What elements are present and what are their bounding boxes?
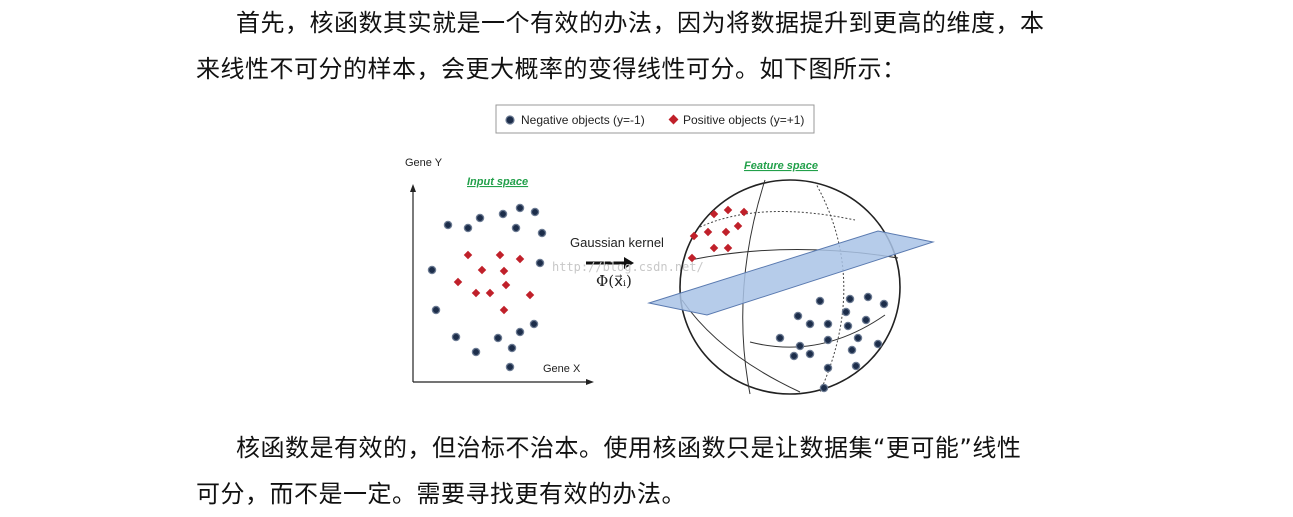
input-space: Gene Y Gene X Input space [405, 157, 594, 385]
positive-point [499, 266, 509, 276]
negative-point [847, 345, 857, 355]
legend-negative-marker [505, 115, 515, 125]
negative-point [535, 258, 545, 268]
negative-point [805, 349, 815, 359]
paragraph-intro: 首先，核函数其实就是一个有效的办法，因为将数据提升到更高的维度，本 来线性不可分… [196, 0, 1106, 92]
positive-point [485, 288, 495, 298]
positive-point [723, 205, 733, 215]
y-axis-arrow [410, 184, 416, 192]
negative-point [505, 362, 515, 372]
legend-positive-marker [668, 114, 679, 125]
legend-negative-label: Negative objects (y=-1) [521, 113, 645, 127]
phi-label: Φ(x⃗ᵢ) [596, 272, 632, 290]
conclusion-line-1: 核函数是有效的，但治标不治本。使用核函数只是让数据集“更可能”线性 [236, 434, 1022, 462]
positive-point [733, 221, 743, 231]
positive-point [723, 243, 733, 253]
negative-point [845, 294, 855, 304]
paragraph-conclusion: 核函数是有效的，但治标不治本。使用核函数只是让数据集“更可能”线性 可分，而不是… [196, 425, 1106, 517]
kernel-diagram: Negative objects (y=-1) Positive objects… [405, 104, 935, 395]
watermark: http://blog.csdn.net/ [552, 260, 704, 274]
negative-point [861, 315, 871, 325]
negative-point [841, 307, 851, 317]
legend-positive-label: Positive objects (y=+1) [683, 113, 804, 127]
positive-point [709, 243, 719, 253]
negative-point [823, 335, 833, 345]
negative-point [451, 332, 461, 342]
negative-point [863, 292, 873, 302]
input-space-title: Input space [467, 176, 528, 188]
kernel-mapping: Gaussian kernel Φ(x⃗ᵢ) http://blog.csdn.… [552, 235, 704, 290]
negative-point [515, 203, 525, 213]
intro-line-2: 来线性不可分的样本，会更大概率的变得线性可分。如下图所示： [196, 55, 907, 83]
positive-point [525, 290, 535, 300]
positive-point [463, 250, 473, 260]
negative-point [823, 319, 833, 329]
gene-y-label: Gene Y [405, 157, 443, 169]
separating-hyperplane [647, 230, 935, 316]
negative-point [498, 209, 508, 219]
negative-point [515, 327, 525, 337]
negative-point [853, 333, 863, 343]
input-negative-points [427, 203, 547, 372]
conclusion-line-2: 可分，而不是一定。需要寻找更有效的办法。 [196, 480, 686, 508]
kernel-figure: Negative objects (y=-1) Positive objects… [400, 100, 940, 400]
positive-point [501, 280, 511, 290]
negative-point [443, 220, 453, 230]
negative-point [793, 311, 803, 321]
negative-point [511, 223, 521, 233]
negative-point [463, 223, 473, 233]
negative-point [530, 207, 540, 217]
negative-point [507, 343, 517, 353]
intro-line-1: 首先，核函数其实就是一个有效的办法，因为将数据提升到更高的维度，本 [236, 9, 1045, 37]
negative-point [819, 383, 829, 393]
kernel-arrow-head [624, 257, 634, 269]
negative-point [475, 213, 485, 223]
negative-point [843, 321, 853, 331]
feature-negative-points [775, 292, 889, 393]
negative-point [873, 339, 883, 349]
feature-space: Feature space [647, 160, 935, 395]
positive-point [495, 250, 505, 260]
positive-point [703, 227, 713, 237]
negative-point [879, 299, 889, 309]
negative-point [851, 361, 861, 371]
negative-point [471, 347, 481, 357]
x-axis-arrow [586, 379, 594, 385]
positive-point [515, 254, 525, 264]
positive-point [477, 265, 487, 275]
positive-point [499, 305, 509, 315]
positive-point [709, 209, 719, 219]
positive-point [721, 227, 731, 237]
feature-space-title: Feature space [744, 160, 818, 172]
gene-x-label: Gene X [543, 363, 581, 375]
negative-point [823, 363, 833, 373]
feature-positive-points [687, 205, 749, 263]
negative-point [795, 341, 805, 351]
negative-point [493, 333, 503, 343]
positive-point [471, 288, 481, 298]
negative-point [789, 351, 799, 361]
legend: Negative objects (y=-1) Positive objects… [495, 104, 815, 134]
negative-point [815, 296, 825, 306]
positive-point [739, 207, 749, 217]
negative-point [775, 333, 785, 343]
negative-point [537, 228, 547, 238]
negative-point [805, 319, 815, 329]
negative-point [529, 319, 539, 329]
positive-point [453, 277, 463, 287]
input-positive-points [453, 250, 535, 315]
sphere-outline [679, 179, 901, 395]
gaussian-kernel-label: Gaussian kernel [570, 235, 664, 250]
negative-point [427, 265, 437, 275]
negative-point [431, 305, 441, 315]
